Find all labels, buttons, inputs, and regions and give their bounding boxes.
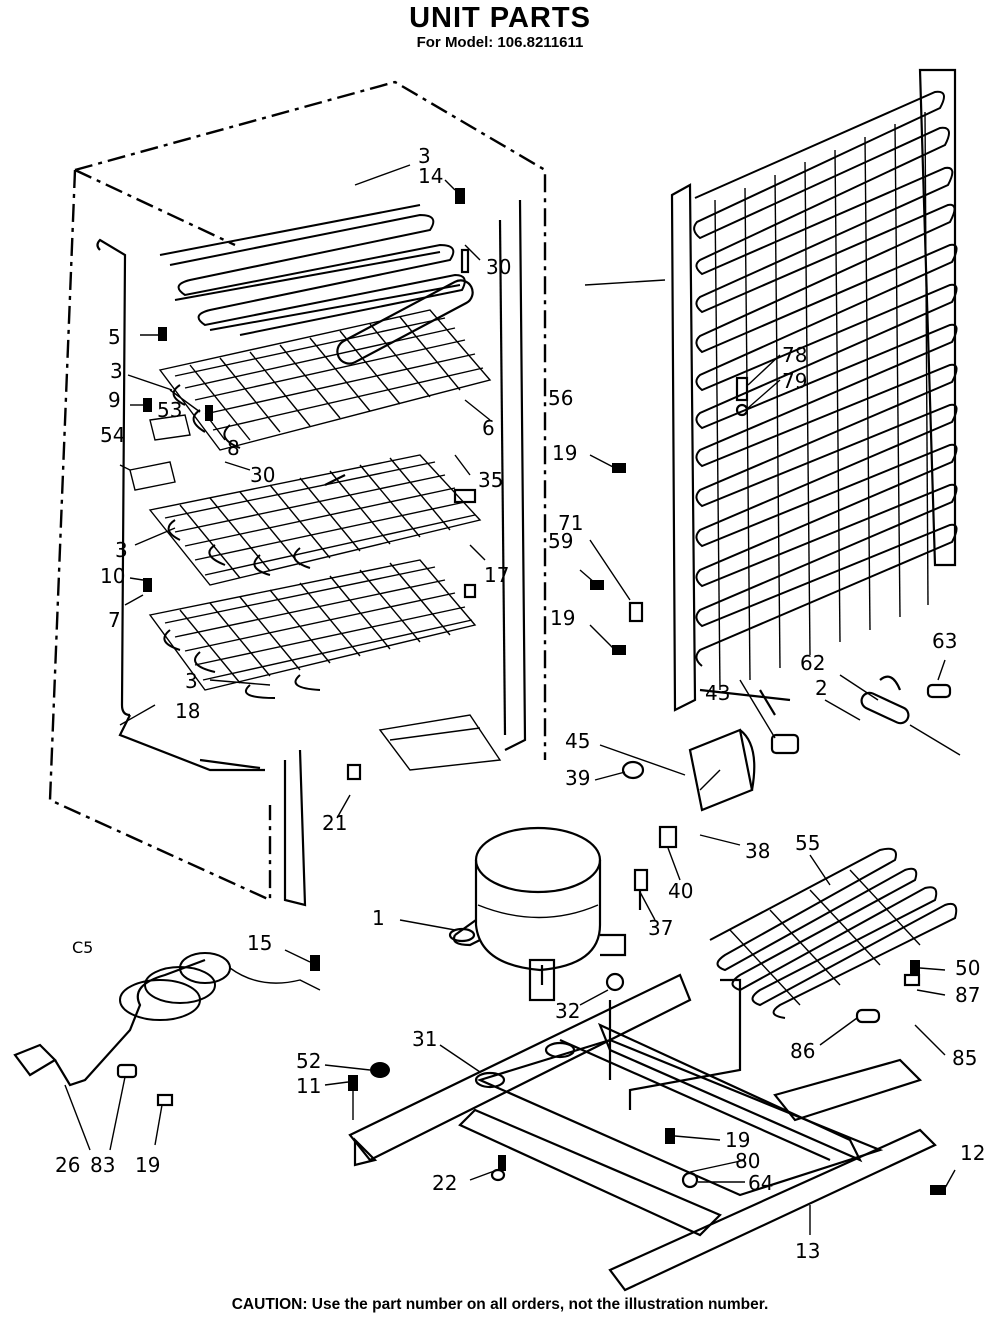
callout-52: 52 (296, 1049, 321, 1073)
power-cord-26 (13, 952, 321, 1107)
model-subtitle: For Model: 106.8211611 (416, 34, 584, 51)
callout-7: 7 (108, 608, 121, 632)
callout-14: 14 (418, 164, 443, 188)
callout-2: 2 (815, 676, 828, 700)
callout-17: 17 (484, 563, 509, 587)
callout-50: 50 (955, 956, 980, 980)
callout-19-cord: 19 (135, 1153, 160, 1177)
callout-c5: C5 (72, 938, 93, 957)
callout-22: 22 (432, 1171, 457, 1195)
callout-3-top: 3 (418, 144, 431, 168)
callout-62: 62 (800, 651, 825, 675)
accumulator-35 (324, 279, 474, 486)
callout-64: 64 (748, 1171, 773, 1195)
callout-38: 38 (745, 839, 770, 863)
callout-80: 80 (735, 1149, 760, 1173)
drain-coil-55 (709, 847, 958, 1024)
callout-19-lower: 19 (550, 606, 575, 630)
callout-labels: 3 14 30 5 3 9 53 8 6 35 54 30 3 10 7 17 … (55, 144, 985, 1263)
callout-30-top: 30 (486, 255, 511, 279)
callout-43: 43 (705, 681, 730, 705)
callout-31: 31 (412, 1027, 437, 1051)
callout-39: 39 (565, 766, 590, 790)
callout-63: 63 (932, 629, 957, 653)
callout-85: 85 (952, 1046, 977, 1070)
callout-26: 26 (55, 1153, 80, 1177)
callout-11: 11 (296, 1074, 321, 1098)
condenser-56 (670, 68, 958, 716)
callout-55: 55 (795, 831, 820, 855)
evaporator-coil-top (159, 204, 466, 336)
callout-21: 21 (322, 811, 347, 835)
small-parts (310, 463, 961, 1195)
callout-40: 40 (668, 879, 693, 903)
callout-9: 9 (108, 388, 121, 412)
callout-1: 1 (372, 906, 385, 930)
page-title: UNIT PARTS (409, 2, 591, 34)
callout-6: 6 (482, 416, 495, 440)
callout-3-bottom: 3 (185, 669, 198, 693)
callout-59: 59 (548, 529, 573, 553)
callout-86: 86 (790, 1039, 815, 1063)
callout-18: 18 (175, 699, 200, 723)
callout-83: 83 (90, 1153, 115, 1177)
callout-54: 54 (100, 423, 125, 447)
callout-12: 12 (960, 1141, 985, 1165)
callout-10: 10 (100, 564, 125, 588)
callout-79: 79 (782, 369, 807, 393)
callout-56: 56 (548, 386, 573, 410)
compressor-1 (448, 826, 649, 1002)
relay-cover-45 (621, 728, 800, 849)
callout-30-mid: 30 (250, 463, 275, 487)
callout-19-base: 19 (725, 1128, 750, 1152)
callout-71: 71 (558, 511, 583, 535)
cabinet-outline (48, 80, 547, 907)
callout-3-mid: 3 (115, 538, 128, 562)
callout-15: 15 (247, 931, 272, 955)
wire-shelf-middle (148, 454, 482, 586)
wire-shelf-upper (158, 309, 492, 451)
wire-shelf-lower (148, 559, 477, 699)
callout-19-upper: 19 (552, 441, 577, 465)
callout-37: 37 (648, 916, 673, 940)
callout-53: 53 (157, 398, 182, 422)
caution-note: CAUTION: Use the part number on all orde… (231, 1296, 769, 1313)
screws-brackets-left (129, 188, 470, 592)
callout-32: 32 (555, 999, 580, 1023)
callout-45: 45 (565, 729, 590, 753)
callout-87: 87 (955, 983, 980, 1007)
callout-3-upper: 3 (110, 359, 123, 383)
base-frame-31 (348, 973, 937, 1292)
callout-13: 13 (795, 1239, 820, 1263)
callout-8: 8 (227, 436, 240, 460)
leader-lines (64, 164, 956, 1235)
callout-35: 35 (478, 468, 503, 492)
callout-5: 5 (108, 325, 121, 349)
callout-78: 78 (782, 343, 807, 367)
